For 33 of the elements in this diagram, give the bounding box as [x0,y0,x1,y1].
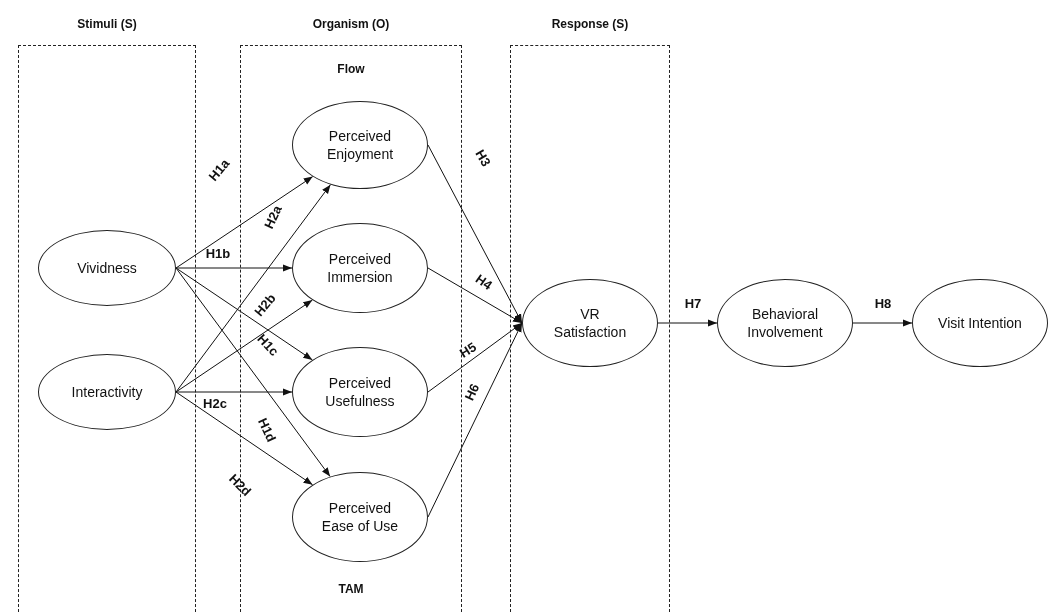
edge-label: H2a [261,203,285,231]
group-heading: Stimuli (S) [76,17,138,31]
group-heading: Response (S) [550,17,630,31]
arrow [175,391,314,486]
arrow [175,176,314,269]
arrow [175,267,331,478]
arrow [427,267,523,324]
edge-label: H2b [251,290,279,320]
edge-label: H3 [472,147,494,169]
group-heading: TAM [337,582,365,596]
edge-label: H2d [226,471,254,499]
arrow [175,388,293,396]
edge-label: H4 [472,271,496,293]
arrow [852,319,913,327]
arrow [175,267,313,361]
arrow [427,144,523,324]
arrow [175,184,331,393]
arrow [657,319,718,327]
edge-label: H1a [205,156,233,184]
group-heading: Organism (O) [311,17,391,31]
arrow [175,264,293,272]
arrow [427,322,523,393]
edge-label: H1d [255,415,279,445]
edge-label: H5 [457,339,479,361]
edge-label: H1b [205,245,231,261]
edge-label: H6 [461,381,483,403]
edge-label: H1c [254,331,282,359]
arrow [427,322,523,518]
edge-label: H2c [203,395,227,411]
edge-label: H7 [684,295,702,311]
arrow [175,299,313,393]
group-heading: Flow [336,62,366,76]
edge-label: H8 [874,295,892,311]
